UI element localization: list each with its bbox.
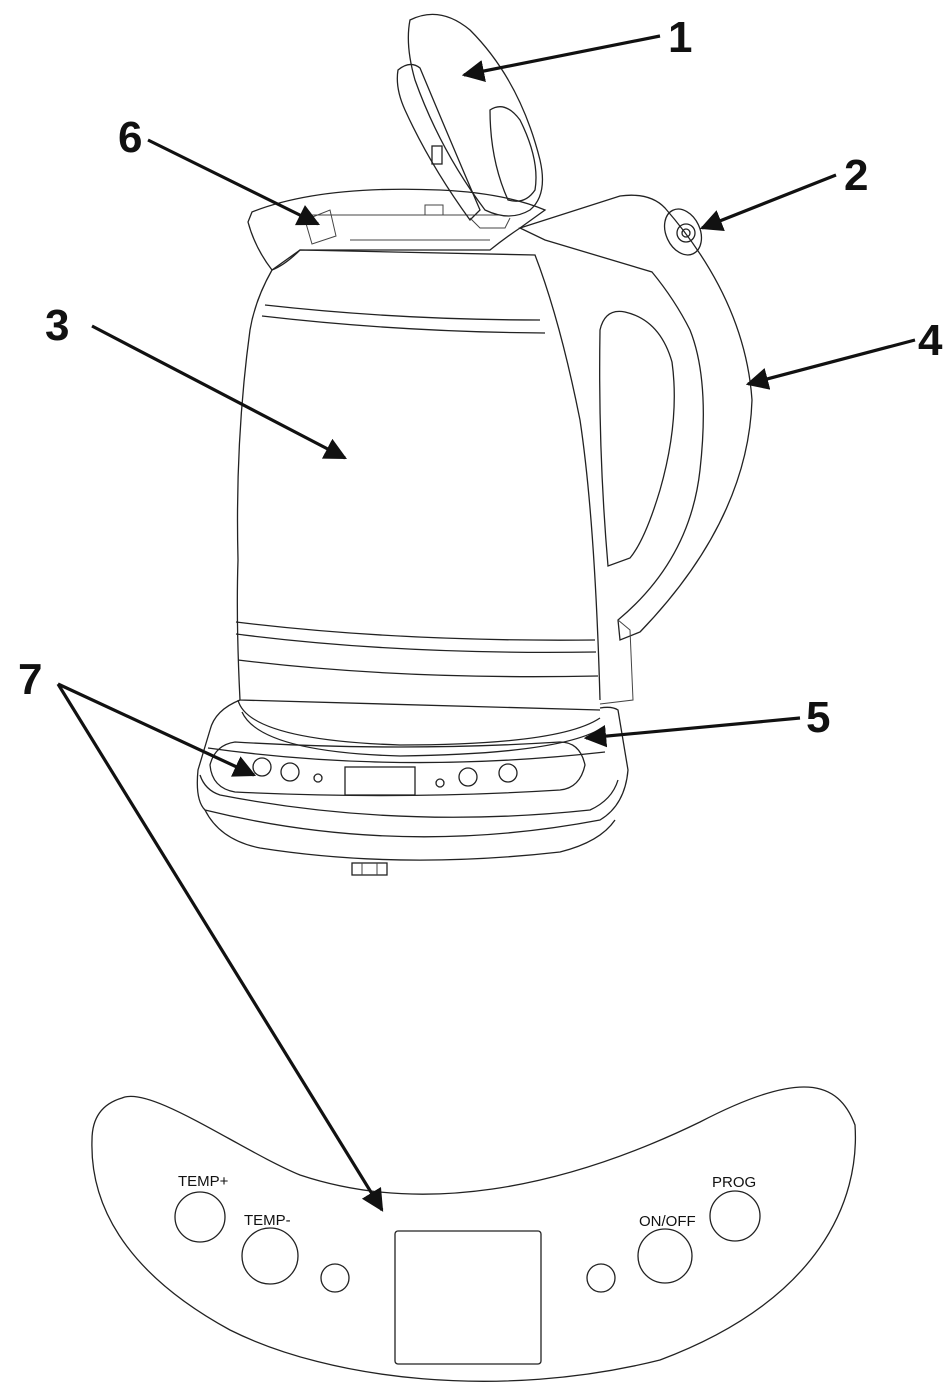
callout-arrow-7a <box>57 682 257 777</box>
callout-numbers: 1 2 3 4 5 6 7 <box>18 13 943 742</box>
callout-6: 6 <box>118 113 142 162</box>
kettle-illustration <box>196 13 753 876</box>
indicator-light-right <box>586 1263 616 1293</box>
kettle-base <box>196 699 629 876</box>
callout-arrow-2 <box>699 173 837 232</box>
callout-arrow-5 <box>583 716 801 748</box>
callout-1: 1 <box>668 13 692 62</box>
indicator-light-left <box>320 1263 350 1293</box>
callout-4: 4 <box>918 316 943 365</box>
temp-minus-button <box>241 1227 299 1285</box>
kettle-body <box>235 188 601 711</box>
control-panel-detail: TEMP+ TEMP- ON/OFF PROG <box>91 1086 857 1382</box>
lid-release-button <box>663 208 703 256</box>
prog-label: PROG <box>712 1174 756 1191</box>
prog-button <box>709 1190 761 1242</box>
callout-arrow-3 <box>91 324 347 460</box>
temp-plus-label: TEMP+ <box>178 1173 229 1190</box>
callout-arrows <box>56 34 916 1212</box>
callout-7: 7 <box>18 655 42 704</box>
temp-plus-button <box>174 1191 226 1243</box>
kettle-lid <box>396 13 544 229</box>
callout-3: 3 <box>45 301 69 350</box>
control-panel-outline <box>91 1086 857 1382</box>
callout-arrow-6 <box>147 138 321 226</box>
callout-arrow-7b <box>56 683 384 1212</box>
callout-arrow-1 <box>461 34 661 83</box>
on-off-label: ON/OFF <box>639 1213 696 1230</box>
on-off-button <box>637 1228 693 1284</box>
temp-minus-label: TEMP- <box>244 1212 291 1229</box>
base-control-panel <box>209 741 586 797</box>
callout-5: 5 <box>806 693 830 742</box>
callout-2: 2 <box>844 151 868 200</box>
callout-arrow-4 <box>745 338 916 390</box>
display-screen <box>394 1230 542 1365</box>
kettle-handle <box>518 194 753 705</box>
